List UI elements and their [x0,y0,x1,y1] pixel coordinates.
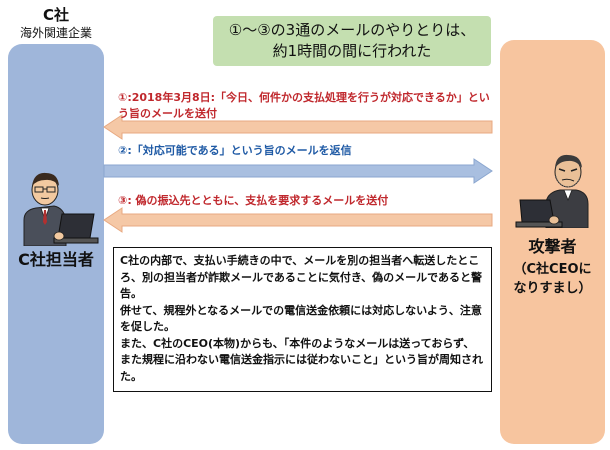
victim-role-label: C社担当者 [8,246,104,270]
description-paragraph-3: また、C社のCEO(本物)からも、「本件のようなメールは送っておらず、また規程に… [120,336,485,386]
message-3-label: ③: 偽の振込先とともに、支払を要求するメールを送付 [118,193,498,209]
description-paragraph-2: 併せて、規程外となるメールでの電信送金依頼には対応しないよう、注意を促した。 [120,303,485,336]
arrow-message-2 [104,159,492,183]
arrow-message-3 [104,208,492,232]
office-worker-icon [14,168,102,246]
attacker-role-label: 攻撃者 [500,233,605,257]
description-paragraph-1: C社の内部で、支払い手続きの中で、メールを別の担当者へ転送したところ、別の担当者… [120,253,485,303]
attacker-note-line2: なりすまし） [500,279,605,298]
attacker-icon [510,150,598,228]
message-1-label: ①:2018年3月8日:「今日、何件かの支払処理を行うが対応できるか」という旨の… [118,90,498,122]
attacker-impersonation-note: （C社CEOに なりすまし） [500,260,605,298]
attacker-note-line1: （C社CEOに [500,260,605,279]
incident-description: C社の内部で、支払い手続きの中で、メールを別の担当者へ転送したところ、別の担当者… [113,247,492,392]
message-2-label: ②:「対応可能である」という旨のメールを返信 [118,143,498,159]
